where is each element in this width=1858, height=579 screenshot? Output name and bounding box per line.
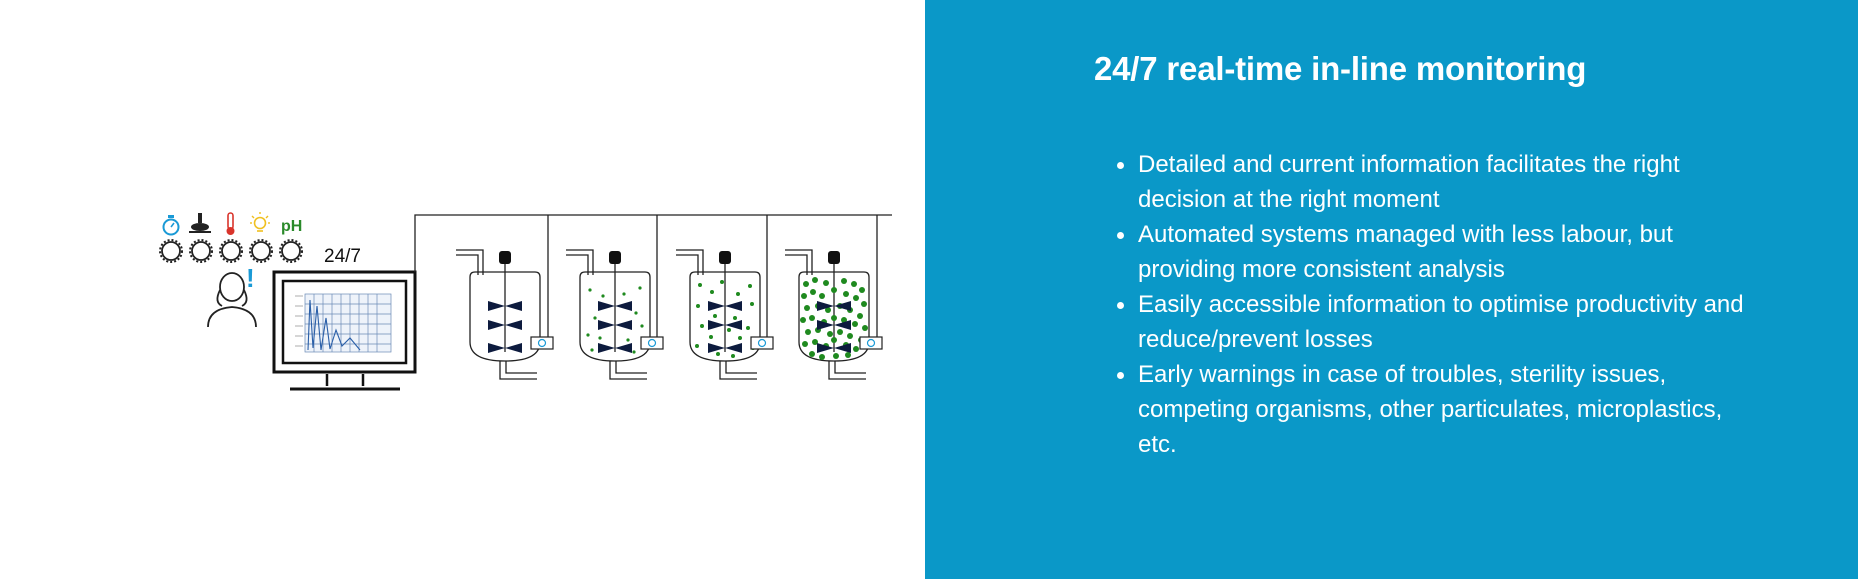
list-item: Early warnings in case of troubles, ster… bbox=[1117, 357, 1758, 462]
bioreactor bbox=[566, 249, 664, 380]
list-item: Automated systems managed with less labo… bbox=[1117, 217, 1758, 287]
monitor-screen-data bbox=[295, 293, 392, 353]
knob bbox=[251, 241, 271, 261]
knob bbox=[161, 241, 181, 261]
benefit-list: Detailed and current information facilit… bbox=[1117, 147, 1758, 462]
stopwatch-icon bbox=[162, 215, 180, 236]
light-bulb-icon bbox=[250, 212, 270, 232]
monitor-label: 24/7 bbox=[324, 246, 361, 267]
stirrer-icon bbox=[189, 213, 211, 233]
info-heading: 24/7 real-time in-line monitoring bbox=[1094, 50, 1587, 87]
list-item: Easily accessible information to optimis… bbox=[1117, 287, 1758, 357]
alert-icon: ! bbox=[246, 263, 255, 293]
info-panel: 24/7 real-time in-line monitoring Detail… bbox=[925, 0, 1858, 579]
bioreactor bbox=[676, 249, 774, 380]
list-item: Detailed and current information facilit… bbox=[1117, 147, 1758, 217]
knob bbox=[281, 241, 301, 261]
operator-icon bbox=[207, 272, 257, 328]
diagram-panel: pH ! 24/7 bbox=[0, 0, 925, 579]
thermometer-icon bbox=[226, 212, 235, 235]
monitoring-diagram: pH ! 24/7 bbox=[159, 212, 892, 391]
bioreactor bbox=[785, 249, 883, 380]
ph-label: pH bbox=[281, 218, 302, 235]
knob bbox=[191, 241, 211, 261]
control-knobs bbox=[161, 241, 301, 261]
knob bbox=[221, 241, 241, 261]
sampling-manifold bbox=[414, 214, 892, 340]
bioreactor bbox=[456, 249, 554, 380]
